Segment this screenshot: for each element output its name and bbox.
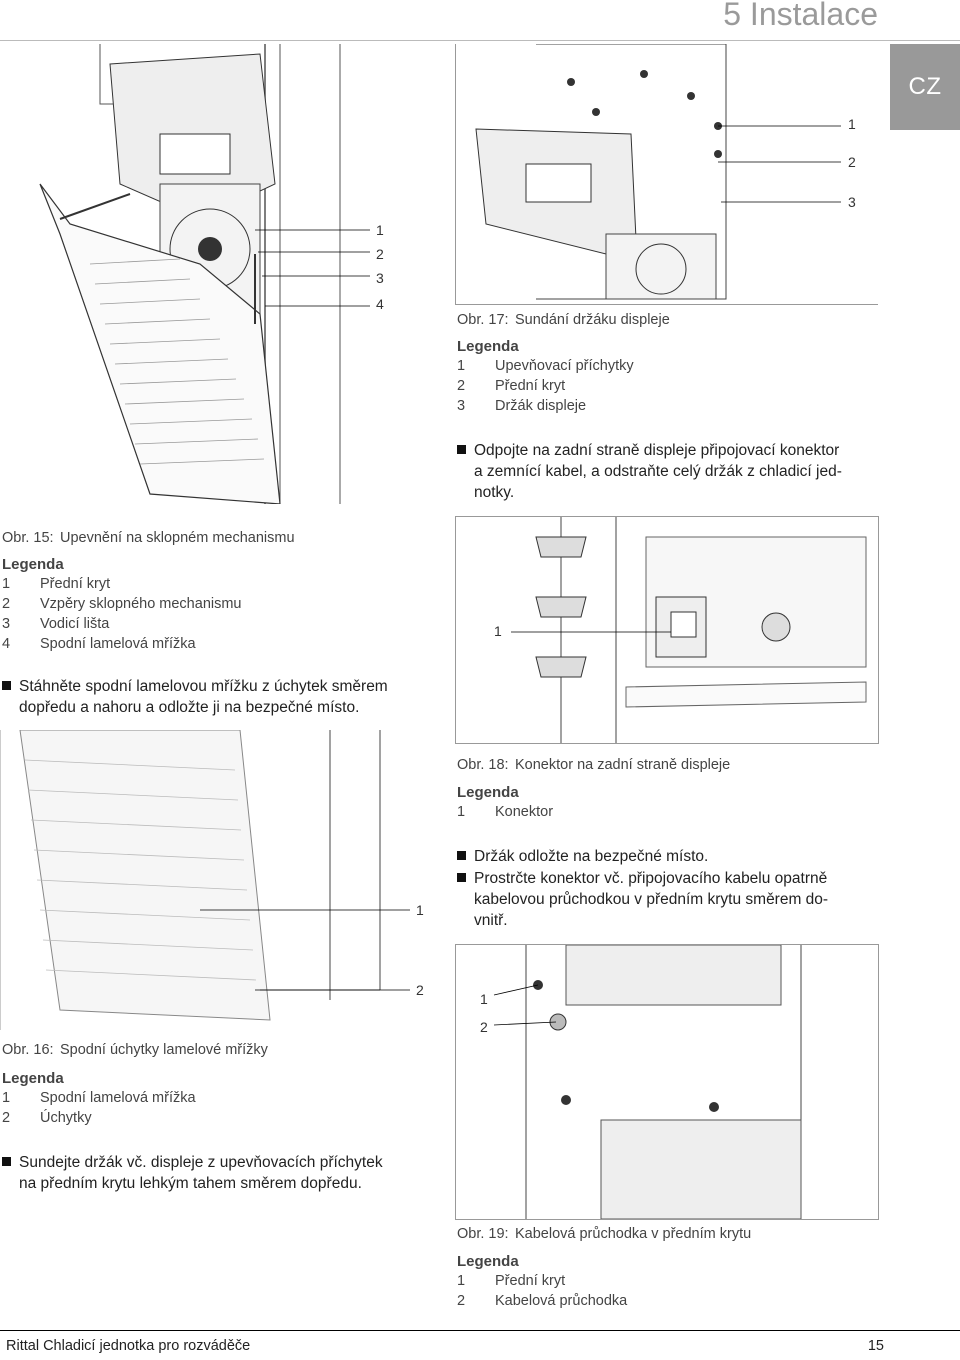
fig17-caption: Obr. 17:Sundání držáku displeje [457,312,670,328]
page-number: 15 [867,1338,884,1354]
fig18-callout-1: 1 [494,623,502,639]
fig15-illustration: 1 2 3 4 [0,44,440,504]
instruction-step: Prostrčte konektor vč. připojovacího kab… [457,868,887,931]
fig15-callout-4: 4 [376,296,384,312]
fig17-legend-title: Legenda [457,338,519,355]
fig16-caption: Obr. 16:Spodní úchytky lamelové mřížky [2,1042,268,1058]
footer-title: Rittal Chladicí jednotka pro rozváděče [6,1338,251,1354]
fig16-callout-1: 1 [416,902,424,918]
fig19-callout-2: 2 [480,1019,488,1035]
bullet-square-icon [457,445,466,454]
bullet-square-icon [2,1157,11,1166]
fig18-caption: Obr. 18:Konektor na zadní straně displej… [457,757,731,773]
bullet-square-icon [457,873,466,882]
fig19-illustration: 1 2 [455,944,879,1220]
bullet-square-icon [2,681,11,690]
fig17-callout-3: 3 [848,194,856,210]
instruction-step: Odpojte na zadní straně displeje připojo… [457,440,887,503]
header-rule [0,40,960,41]
instruction-step: Držák odložte na bezpečné místo. [457,846,887,867]
fig15-callout-3: 3 [376,270,384,286]
language-tab: CZ [890,44,960,130]
fig16-legend-title: Legenda [2,1070,64,1087]
fig18-illustration: 1 [455,516,879,744]
fig15-callout-2: 2 [376,246,384,262]
fig17-callout-2: 2 [848,154,856,170]
fig15-caption: Obr. 15:Upevnění na sklopném mechanismu [2,530,295,546]
fig19-caption: Obr. 19:Kabelová průchodka v předním kry… [457,1226,752,1242]
fig16-illustration: 1 2 [0,730,440,1030]
fig16-callout-2: 2 [416,982,424,998]
fig15-callout-1: 1 [376,222,384,238]
fig15-legend-title: Legenda [2,556,64,573]
fig17-callout-1: 1 [848,116,856,132]
fig17-illustration: 1 2 3 [455,44,878,305]
fig19-legend-title: Legenda [457,1253,519,1270]
footer-rule [0,1330,960,1331]
instruction-step: Stáhněte spodní lamelovou mřížku z úchyt… [2,676,442,718]
chapter-title: 5 Instalace [723,0,878,32]
bullet-square-icon [457,851,466,860]
fig19-callout-1: 1 [480,991,488,1007]
instruction-step: Sundejte držák vč. displeje z upevňovací… [2,1152,442,1194]
fig18-legend-title: Legenda [457,784,519,801]
